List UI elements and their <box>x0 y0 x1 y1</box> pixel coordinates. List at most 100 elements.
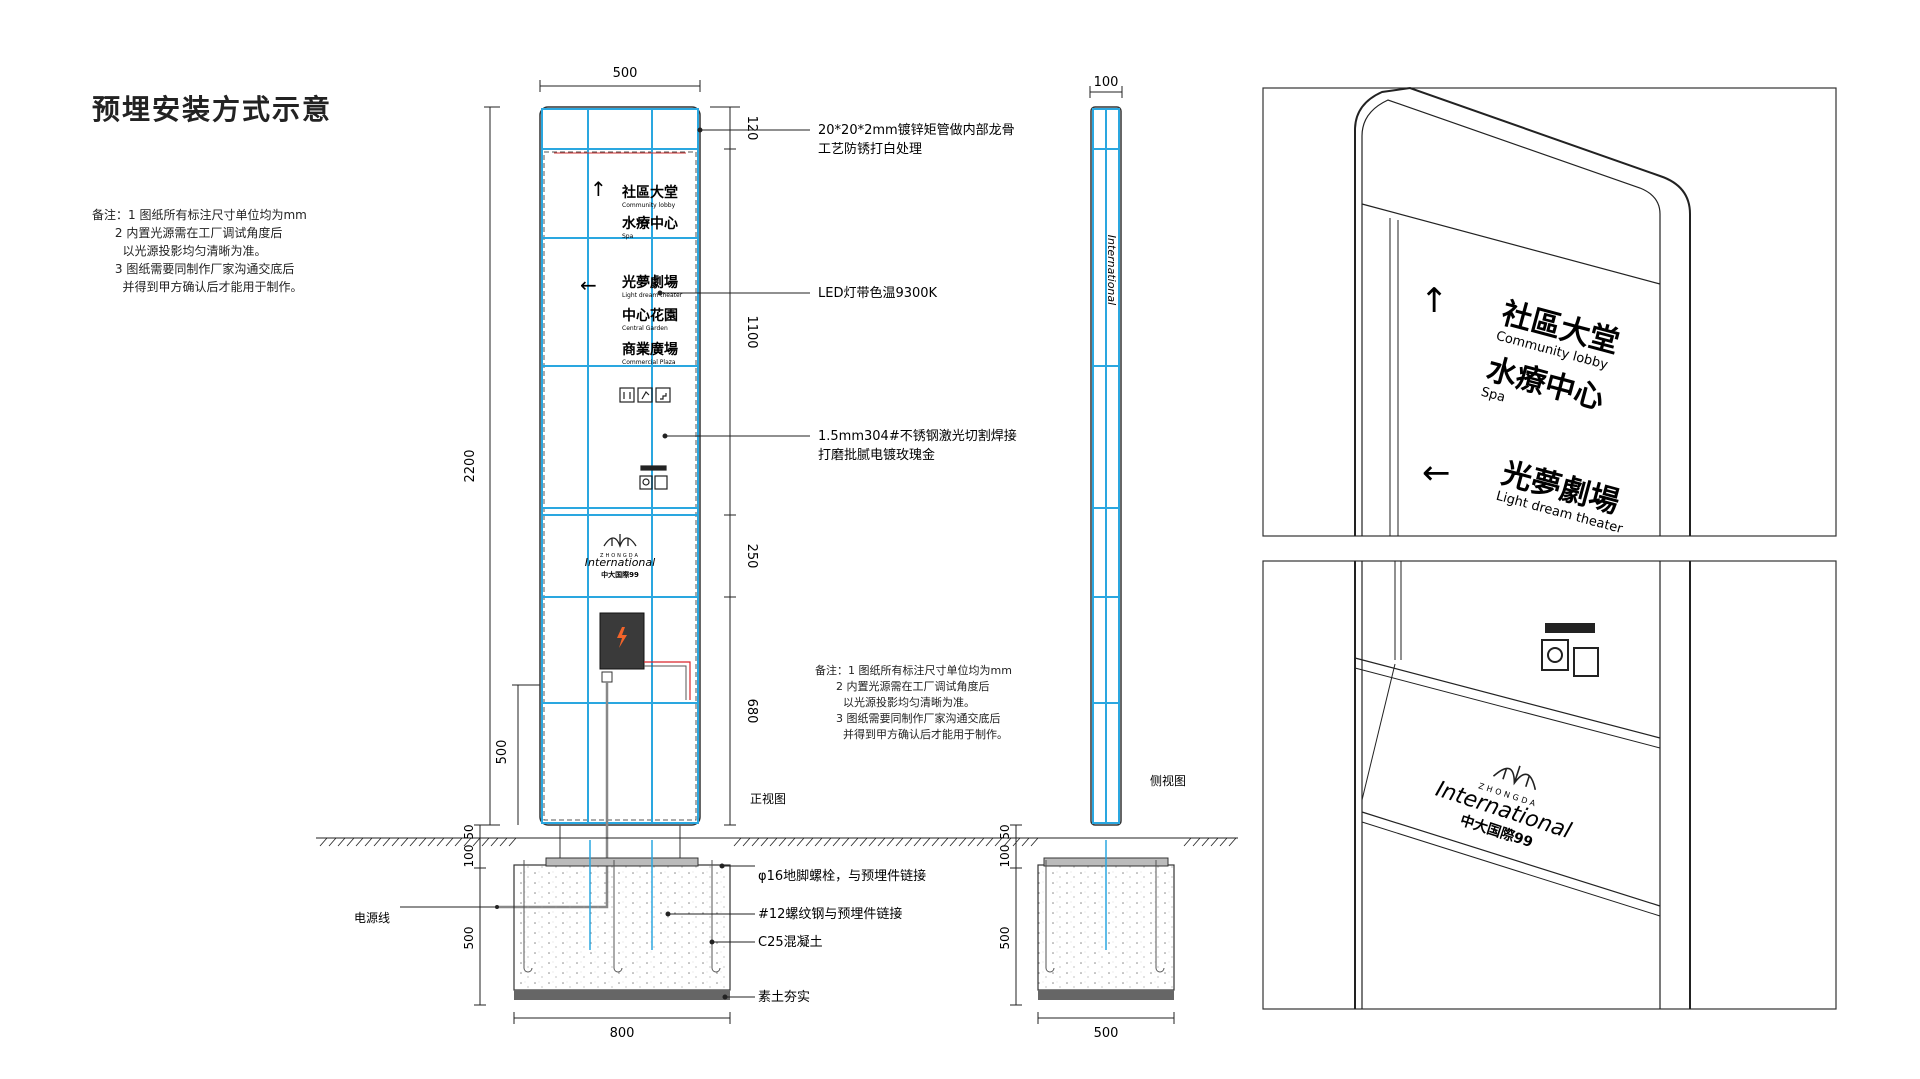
dim-seg-bottom: 680 <box>744 699 759 724</box>
callout-frame-2: 工艺防锈打白处理 <box>818 141 922 157</box>
dim-segments-right <box>710 106 740 826</box>
callout-leaders <box>657 127 810 1000</box>
ground-hatch-mark <box>454 837 463 847</box>
ground-hatch-mark <box>1201 837 1210 847</box>
ground-hatch-mark <box>508 837 517 847</box>
ground-hatch-mark <box>418 837 427 847</box>
ground-hatch-mark <box>1219 837 1228 847</box>
dark-wire <box>644 665 687 700</box>
dim-bottom-label: 500 <box>495 740 510 765</box>
ground-hatch-mark <box>760 837 769 847</box>
stairs-icon <box>655 387 671 403</box>
dim-found-top: 100 <box>462 845 476 868</box>
ground-hatch-mark <box>850 837 859 847</box>
brand-en: International <box>585 556 655 569</box>
dest5-en: Commercial Plaza <box>622 359 676 366</box>
ground-hatch-mark <box>1003 837 1012 847</box>
dest3-cn: 光夢劇場 <box>621 274 678 291</box>
accessible-icon <box>637 387 653 403</box>
page-title: 预埋安装方式示意 <box>92 93 333 126</box>
side-view: 100 International 侧视图 50 100 500 <box>998 75 1186 1041</box>
dim-width-top <box>539 80 701 92</box>
dim-side-found-width <box>1037 1012 1175 1024</box>
ground-hatch-mark <box>328 837 337 847</box>
red-wire <box>644 661 691 700</box>
dest2-en: Spa <box>622 233 634 240</box>
note-line: 以光源投影均匀清晰为准。 <box>815 696 975 709</box>
ground-hatch-mark <box>382 837 391 847</box>
note-line: 2 内置光源需在工厂调试角度后 <box>92 226 283 240</box>
side-body-outline <box>1090 106 1122 826</box>
ground-hatch-mark <box>1228 837 1237 847</box>
note-line: 备注：1 图纸所有标注尺寸单位均为mm <box>92 208 307 222</box>
side-brand-text: International <box>1105 235 1118 305</box>
dest1-en: Community lobby <box>622 202 676 209</box>
dim-width-label: 500 <box>613 66 638 81</box>
embedded-plate <box>545 857 699 867</box>
emergency-button-icon <box>639 475 653 490</box>
ground-hatch-mark <box>886 837 895 847</box>
intercom-icon <box>654 475 668 490</box>
callout-steel-1: 1.5mm304#不锈钢激光切割焊接 <box>818 428 1017 444</box>
ground-hatch-mark <box>949 837 958 847</box>
ground-hatch-mark <box>373 837 382 847</box>
ground-hatch-mark <box>391 837 400 847</box>
restroom-icon <box>619 387 635 403</box>
dim-found-width <box>513 1012 731 1024</box>
dim-side-ground <box>1010 824 1022 1006</box>
tree-logo-icon <box>603 534 637 548</box>
ground-hatch-mark <box>337 837 346 847</box>
callout-frame-1: 20*20*2mm镀锌矩管做内部龙骨 <box>818 122 1015 138</box>
ground-hatch-mark <box>994 837 1003 847</box>
callout-concrete: C25混凝土 <box>758 934 823 950</box>
side-frame <box>1092 108 1120 824</box>
dim-seg-main: 1100 <box>744 315 759 348</box>
ground-hatch-mark <box>841 837 850 847</box>
ground-hatch <box>319 837 1237 847</box>
dest1-cn: 社區大堂 <box>621 184 678 201</box>
ground-hatch-mark <box>733 837 742 847</box>
dest5-cn: 商業廣場 <box>622 341 678 358</box>
detail-emergency-icons <box>1541 623 1599 677</box>
ground-hatch-mark <box>931 837 940 847</box>
brand-cn: 中大国際99 <box>601 570 639 579</box>
dim-side-found-top: 100 <box>998 845 1012 868</box>
ground-hatch-mark <box>796 837 805 847</box>
detail-arrow-left-icon: ← <box>1422 453 1451 493</box>
dim-ground-left <box>474 824 486 1006</box>
ground-hatch-mark <box>832 837 841 847</box>
note-line: 3 图纸需要同制作厂家沟通交底后 <box>815 712 1001 725</box>
ground-hatch-mark <box>769 837 778 847</box>
dim-height-label: 2200 <box>463 449 478 482</box>
ground-hatch-mark <box>463 837 472 847</box>
ground-hatch-mark <box>346 837 355 847</box>
dim-side-width-label: 100 <box>1094 75 1119 90</box>
ground-hatch-mark <box>976 837 985 847</box>
detail-bottom: ZHONGDA International 中大国際99 <box>1262 560 1837 1010</box>
side-soil-layer <box>1038 990 1174 1000</box>
ground-hatch-mark <box>805 837 814 847</box>
ground-hatch-mark <box>778 837 787 847</box>
note-line: 并得到甲方确认后才能用于制作。 <box>92 280 303 294</box>
concrete-foundation <box>513 864 731 991</box>
note-line: 并得到甲方确认后才能用于制作。 <box>815 728 1008 741</box>
note-line: 以光源投影均匀清晰为准。 <box>92 244 267 258</box>
callout-led: LED灯带色温9300K <box>818 285 938 301</box>
dim-side-width <box>1089 86 1123 98</box>
ground-hatch-mark <box>904 837 913 847</box>
dim-bottom-part <box>512 684 540 825</box>
ground-hatch-mark <box>751 837 760 847</box>
dim-side-found-width-label: 500 <box>1094 1026 1119 1041</box>
embedded-rebars <box>589 840 653 950</box>
ground-hatch-mark <box>895 837 904 847</box>
dim-seg-logo: 250 <box>744 544 759 569</box>
lightning-icon <box>617 627 627 648</box>
brand-letters: ZHONGDA <box>600 553 640 559</box>
ground-hatch-mark <box>400 837 409 847</box>
callout-rebar: #12螺纹钢与预埋件链接 <box>758 906 902 922</box>
ground-hatch-mark <box>814 837 823 847</box>
ground-hatch-mark <box>490 837 499 847</box>
ground-hatch-mark <box>1183 837 1192 847</box>
internal-frame <box>541 108 699 824</box>
callout-steel-2: 打磨批腻电镀玫瑰金 <box>818 447 935 463</box>
